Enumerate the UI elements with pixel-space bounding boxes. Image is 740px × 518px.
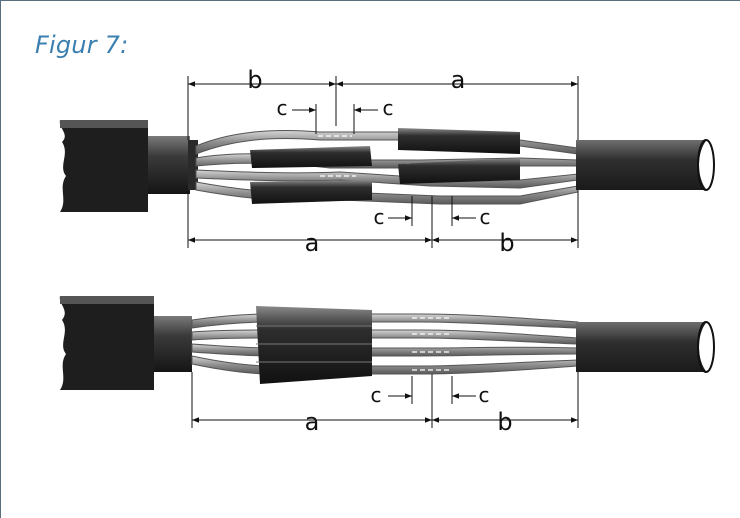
dim-c-left-label: c <box>371 383 382 407</box>
dim-b-top-label: b <box>247 66 262 94</box>
dim-b-bottom-label: b <box>499 229 514 257</box>
conductors-bottom <box>191 313 579 375</box>
dimension-arrow-icon <box>187 76 579 140</box>
dim-a-bottom-label: a <box>305 229 320 257</box>
dim-b-label: b <box>497 408 512 436</box>
connector-ferrules-bottom <box>412 317 452 371</box>
cable-end-icon <box>59 120 198 212</box>
dim-a-top-label: a <box>451 66 466 94</box>
dimension-arrow-icon <box>191 372 579 428</box>
dim-c-top-left-label: c <box>277 96 288 120</box>
cable-right-top <box>576 139 715 191</box>
dim-c-right-label: c <box>479 383 490 407</box>
dimension-arrow-icon <box>187 190 579 248</box>
joint-sleeve-icon <box>256 306 372 384</box>
cable-right-bottom <box>576 321 715 373</box>
dim-c-top-right-label: c <box>383 96 394 120</box>
dim-a-label: a <box>305 408 320 436</box>
bottom-joint-drawing: a b c c <box>59 296 715 436</box>
dim-c-bottom-right-label: c <box>480 205 491 229</box>
joint-sleeve-icon <box>250 128 520 204</box>
top-joint-drawing: b a c c a b c c <box>59 66 715 257</box>
dim-c-bottom-left-label: c <box>374 205 385 229</box>
figure-title: Figur 7: <box>35 31 129 59</box>
cable-end-icon <box>59 296 192 390</box>
